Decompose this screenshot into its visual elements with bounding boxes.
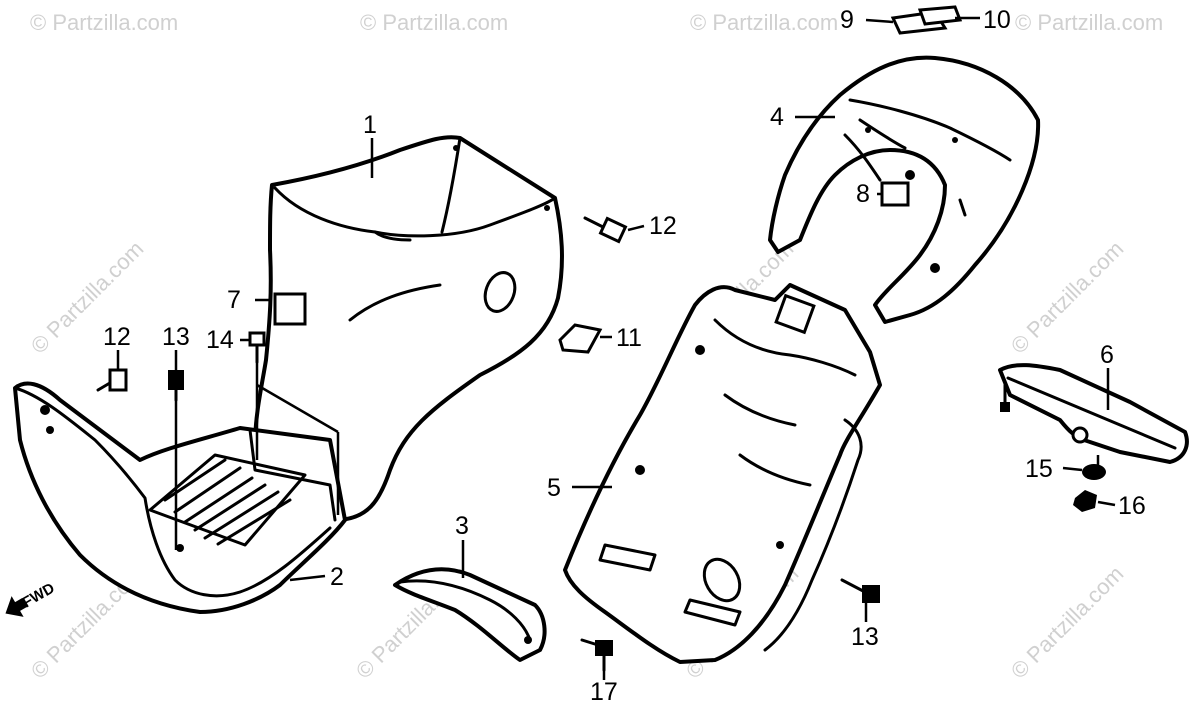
callout-15: 15 — [1025, 455, 1053, 483]
callout-3: 3 — [455, 512, 469, 540]
nut-16 — [1073, 490, 1097, 512]
decal-11 — [558, 323, 603, 354]
callout-12-right: 12 — [649, 212, 677, 240]
leader-lines — [116, 16, 1116, 680]
callout-8: 8 — [856, 180, 870, 208]
callout-6: 6 — [1100, 341, 1114, 369]
callout-13-lower: 13 — [851, 623, 879, 651]
bolt-13-upper — [168, 370, 184, 402]
part-4-rear-cowl — [768, 55, 1041, 324]
callout-13-upper: 13 — [162, 323, 190, 351]
watermark: © Partzilla.com — [1015, 10, 1163, 35]
part-1-leg-shield — [253, 135, 564, 522]
fwd-indicator: FWD — [5, 580, 58, 617]
callout-12-left: 12 — [103, 323, 131, 351]
part-3-trim-strip — [393, 567, 547, 662]
part-6-bracket — [998, 363, 1189, 464]
callout-numbers: 1 2 3 4 5 6 7 8 9 10 11 12 12 13 13 14 1… — [103, 6, 1146, 706]
callout-10: 10 — [983, 6, 1011, 34]
callout-5: 5 — [547, 474, 561, 502]
part-2-floor-panel — [13, 381, 347, 614]
watermark: © Partzilla.com — [360, 10, 508, 35]
decal-8 — [880, 181, 910, 207]
callout-2: 2 — [330, 563, 344, 591]
bolt-14 — [248, 331, 266, 364]
part-5-inner-fender — [563, 283, 882, 664]
bolt-13-lower — [840, 578, 880, 603]
decal-10 — [917, 5, 963, 26]
callout-14: 14 — [206, 326, 234, 354]
nut-15 — [1082, 464, 1106, 480]
watermark: © Partzilla.com — [30, 10, 178, 35]
bolt-12-left — [96, 368, 128, 392]
bolt-17 — [580, 638, 613, 672]
fwd-label: FWD — [20, 580, 58, 612]
bolt-12-right — [583, 216, 628, 244]
callout-11: 11 — [616, 324, 642, 352]
callout-1: 1 — [363, 111, 377, 139]
callout-9: 9 — [840, 6, 854, 34]
callout-16: 16 — [1118, 492, 1146, 520]
fwd-arrow-icon — [5, 596, 28, 617]
fasteners — [96, 216, 1106, 672]
watermark: © Partzilla.com — [1006, 561, 1129, 684]
callout-17: 17 — [590, 678, 618, 706]
watermark: © Partzilla.com — [690, 10, 838, 35]
callout-7: 7 — [227, 286, 241, 314]
decal-7 — [273, 292, 307, 326]
decals — [273, 5, 963, 354]
callout-4: 4 — [770, 103, 784, 131]
